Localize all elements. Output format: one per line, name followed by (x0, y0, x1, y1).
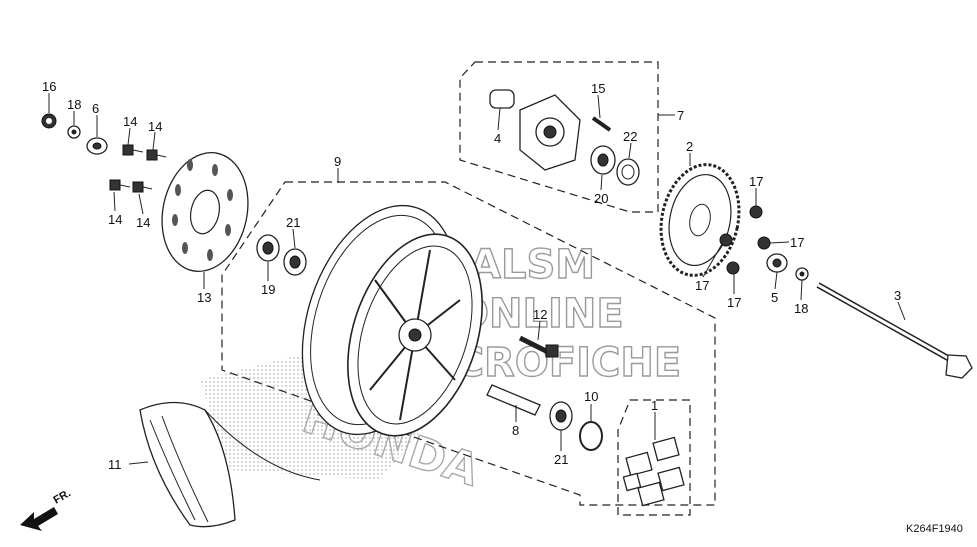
bolt-14d (132, 181, 153, 193)
callout-19: 19 (261, 282, 275, 297)
diagram-reference-code: K264F1940 (906, 523, 963, 535)
washer-18-right (795, 267, 809, 281)
front-direction-arrow: FR. (20, 487, 73, 531)
callout-12: 12 (533, 307, 547, 322)
bearing-21-left (283, 248, 307, 276)
axle (816, 282, 973, 379)
callout-17b: 17 (790, 235, 804, 250)
callout-21-left: 21 (286, 215, 300, 230)
callout-18: 18 (67, 97, 81, 112)
collar-4 (489, 89, 515, 109)
callout-14b: 14 (148, 119, 162, 134)
callout-17d: 17 (727, 295, 741, 310)
spacer-8 (486, 384, 541, 416)
callout-21-right: 21 (554, 452, 568, 467)
callout-16: 16 (42, 79, 56, 94)
callout-14a: 14 (123, 114, 137, 129)
callout-17a: 17 (749, 174, 763, 189)
front-direction-label: FR. (52, 487, 73, 506)
callout-11: 11 (108, 457, 122, 472)
callout-17c: 17 (695, 278, 709, 293)
callout-6: 6 (92, 101, 99, 116)
bearing-19 (256, 234, 280, 262)
brake-disc (161, 152, 249, 272)
callout-2: 2 (686, 139, 693, 154)
wheel-group-box (221, 181, 716, 506)
stud-15 (591, 116, 612, 132)
callout-8: 8 (512, 423, 519, 438)
collar-5 (766, 253, 788, 273)
hub-group-box (459, 61, 659, 213)
nut-16 (41, 113, 57, 129)
collar-6 (86, 137, 108, 155)
rear-wheel (301, 204, 483, 437)
tire (139, 401, 321, 528)
callout-3: 3 (894, 288, 901, 303)
wheel-damper (622, 436, 685, 507)
leader-lines (48, 93, 906, 465)
watermark-line-1: ALSM (470, 242, 595, 288)
callout-labels: 16 18 6 14 14 14 14 13 9 21 19 4 15 22 2… (42, 79, 901, 472)
washer-18 (67, 125, 81, 139)
nut-17c (719, 233, 733, 247)
bearing-20 (590, 145, 616, 175)
bolt-14b (146, 149, 167, 161)
callout-15: 15 (591, 81, 605, 96)
nut-17b (757, 236, 771, 250)
callout-4: 4 (494, 131, 501, 146)
damper-group-box (617, 399, 691, 516)
callout-10: 10 (584, 389, 598, 404)
callout-5: 5 (771, 290, 778, 305)
nut-17a (749, 205, 763, 219)
callout-20: 20 (594, 191, 608, 206)
bolt-14a (122, 144, 144, 156)
bolt-12 (518, 335, 559, 358)
callout-7: 7 (677, 108, 684, 123)
callout-13: 13 (197, 290, 211, 305)
callout-9: 9 (334, 154, 341, 169)
callout-18-right: 18 (794, 301, 808, 316)
seal-22 (616, 158, 640, 186)
bearing-21-right (549, 401, 573, 431)
seal-10 (579, 421, 603, 451)
bolt-14c (109, 179, 131, 191)
nut-17d (726, 261, 740, 275)
callout-14c: 14 (108, 212, 122, 227)
hub-flange (519, 94, 581, 171)
callout-1: 1 (651, 398, 658, 413)
callout-22: 22 (623, 129, 637, 144)
callout-14d: 14 (136, 215, 150, 230)
